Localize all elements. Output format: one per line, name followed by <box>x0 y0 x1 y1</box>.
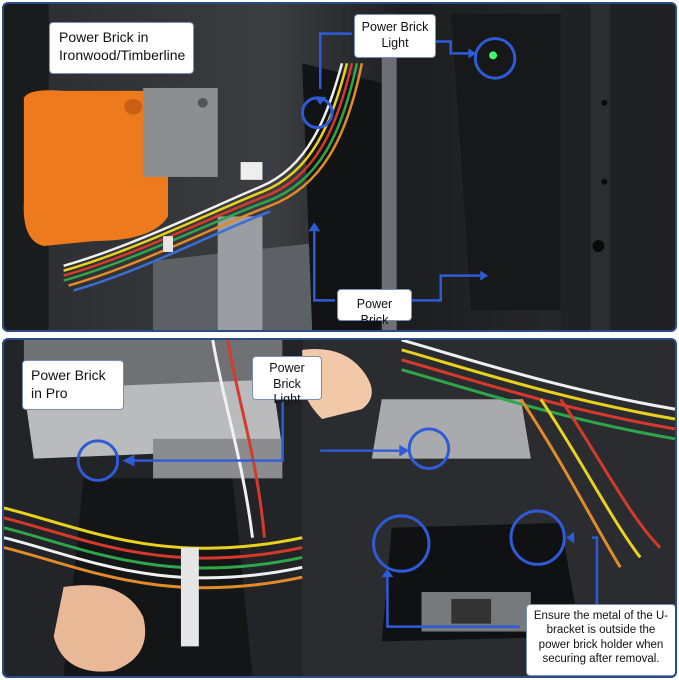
top-title-callout: Power Brick in Ironwood/Timberline <box>49 22 194 74</box>
bottom-title-text: Power Brick in Pro <box>31 367 106 401</box>
top-photo-panel: Power Brick in Ironwood/Timberline Power… <box>2 2 677 332</box>
power-brick-label: Power Brick <box>356 297 393 327</box>
ubracket-note-text: Ensure the metal of the U-bracket is out… <box>533 610 669 666</box>
ubracket-note-callout: Ensure the metal of the U-bracket is out… <box>526 604 675 676</box>
bottom-photo-panel: Power Brick in Pro Power Brick Light Ens… <box>2 338 677 678</box>
top-title-text: Power Brick in Ironwood/Timberline <box>59 29 186 63</box>
bottom-light-callout: Power Brick Light <box>252 356 322 406</box>
top-light-callout: Power Brick Light <box>354 14 436 58</box>
power-brick-callout: Power Brick <box>337 289 412 327</box>
bottom-title-callout: Power Brick in Pro <box>22 360 124 410</box>
top-light-label: Power Brick Light <box>361 20 429 50</box>
bottom-light-label: Power Brick Light <box>269 361 305 407</box>
